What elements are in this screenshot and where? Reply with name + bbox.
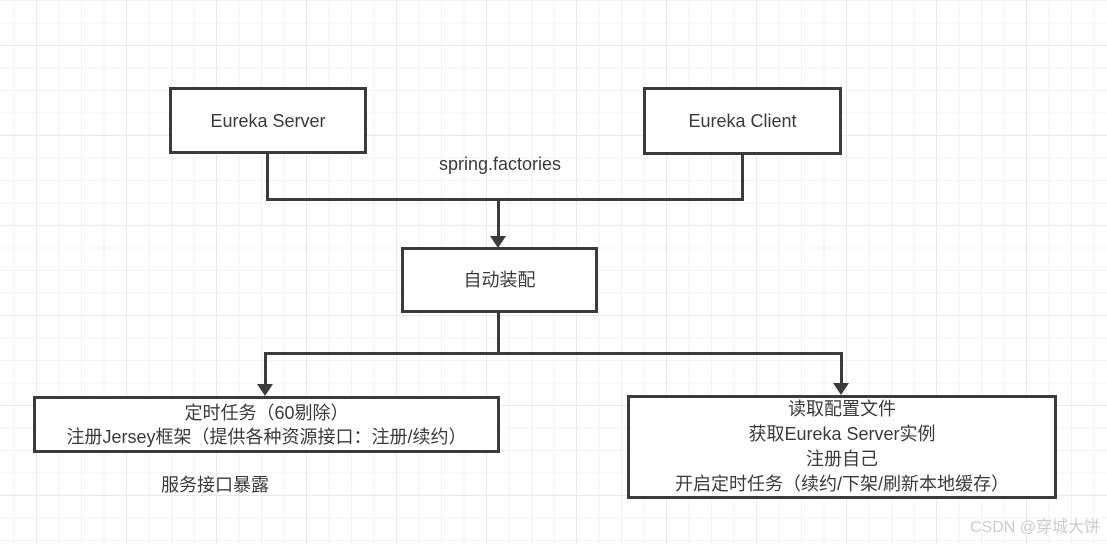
- client-task-line: 获取Eureka Server实例: [748, 424, 936, 444]
- node-eureka-client-label: Eureka Client: [688, 111, 797, 131]
- node-eureka-client: Eureka Client: [643, 87, 842, 155]
- server-task-line: 定时任务（60剔除）: [184, 402, 349, 423]
- client-task-line: 读取配置文件: [788, 399, 896, 419]
- csdn-watermark: CSDN @穿城大饼: [969, 519, 1100, 536]
- arrowhead-down-icon: [490, 236, 506, 248]
- node-client-tasks: 读取配置文件 获取Eureka Server实例 注册自己 开启定时任务（续约/…: [627, 395, 1057, 499]
- connector-client-drop: [741, 153, 744, 200]
- node-auto-config: 自动装配: [401, 247, 598, 313]
- node-server-tasks: 定时任务（60剔除） 注册Jersey框架（提供各种资源接口：注册/续约）: [33, 396, 500, 453]
- arrowhead-down-icon: [257, 384, 273, 396]
- spring-factories-label: spring.factories: [438, 154, 562, 174]
- connector-server-drop: [266, 152, 269, 200]
- connector-bottom-bus: [264, 352, 843, 355]
- server-task-line: 注册Jersey框架（提供各种资源接口：注册/续约）: [66, 426, 467, 447]
- client-task-line: 开启定时任务（续约/下架/刷新本地缓存）: [674, 474, 1009, 494]
- connector-top-bus: [266, 198, 744, 201]
- node-auto-config-label: 自动装配: [463, 270, 536, 290]
- node-eureka-server-label: Eureka Server: [210, 110, 326, 131]
- connector-right-drop: [840, 352, 843, 383]
- service-api-exposure-label: 服务接口暴露: [161, 475, 269, 495]
- connector-to-auto-config: [497, 200, 500, 236]
- client-task-line: 注册自己: [806, 449, 878, 469]
- connector-left-drop: [264, 352, 267, 384]
- arrowhead-down-icon: [833, 383, 849, 395]
- node-eureka-server: Eureka Server: [169, 87, 367, 154]
- connector-from-auto-config: [497, 311, 500, 355]
